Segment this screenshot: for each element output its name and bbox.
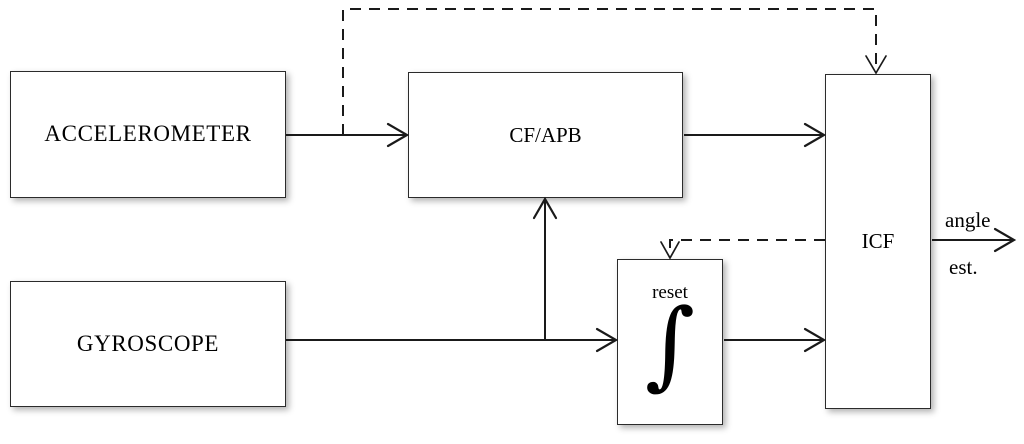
- wire-gyro-to-integrator: [286, 327, 619, 353]
- block-cf-apb-label: CF/APB: [509, 122, 582, 147]
- output-label-est: est.: [949, 255, 978, 279]
- output-label-angle: angle: [945, 208, 991, 232]
- wire-icf-to-integrator-reset-dashed: [660, 239, 825, 260]
- wire-integrator-to-icf: [724, 327, 827, 353]
- block-integrator-reset-label: reset: [652, 282, 688, 303]
- block-icf-label: ICF: [861, 229, 895, 254]
- wire-gyro-branch-to-cfapb: [532, 196, 558, 340]
- wire-cfapb-to-icf: [684, 122, 827, 148]
- block-gyroscope[interactable]: GYROSCOPE: [10, 281, 286, 407]
- wire-accel-to-cfapb: [286, 122, 410, 148]
- block-accelerometer[interactable]: ACCELEROMETER: [10, 71, 286, 198]
- block-icf[interactable]: ICF: [825, 74, 931, 409]
- block-gyroscope-label: GYROSCOPE: [76, 330, 220, 356]
- block-cf-apb[interactable]: CF/APB: [408, 72, 683, 198]
- block-accelerometer-label: ACCELEROMETER: [44, 121, 252, 147]
- block-integrator-reset[interactable]: reset ∫: [617, 259, 723, 425]
- integral-icon: ∫: [644, 288, 695, 400]
